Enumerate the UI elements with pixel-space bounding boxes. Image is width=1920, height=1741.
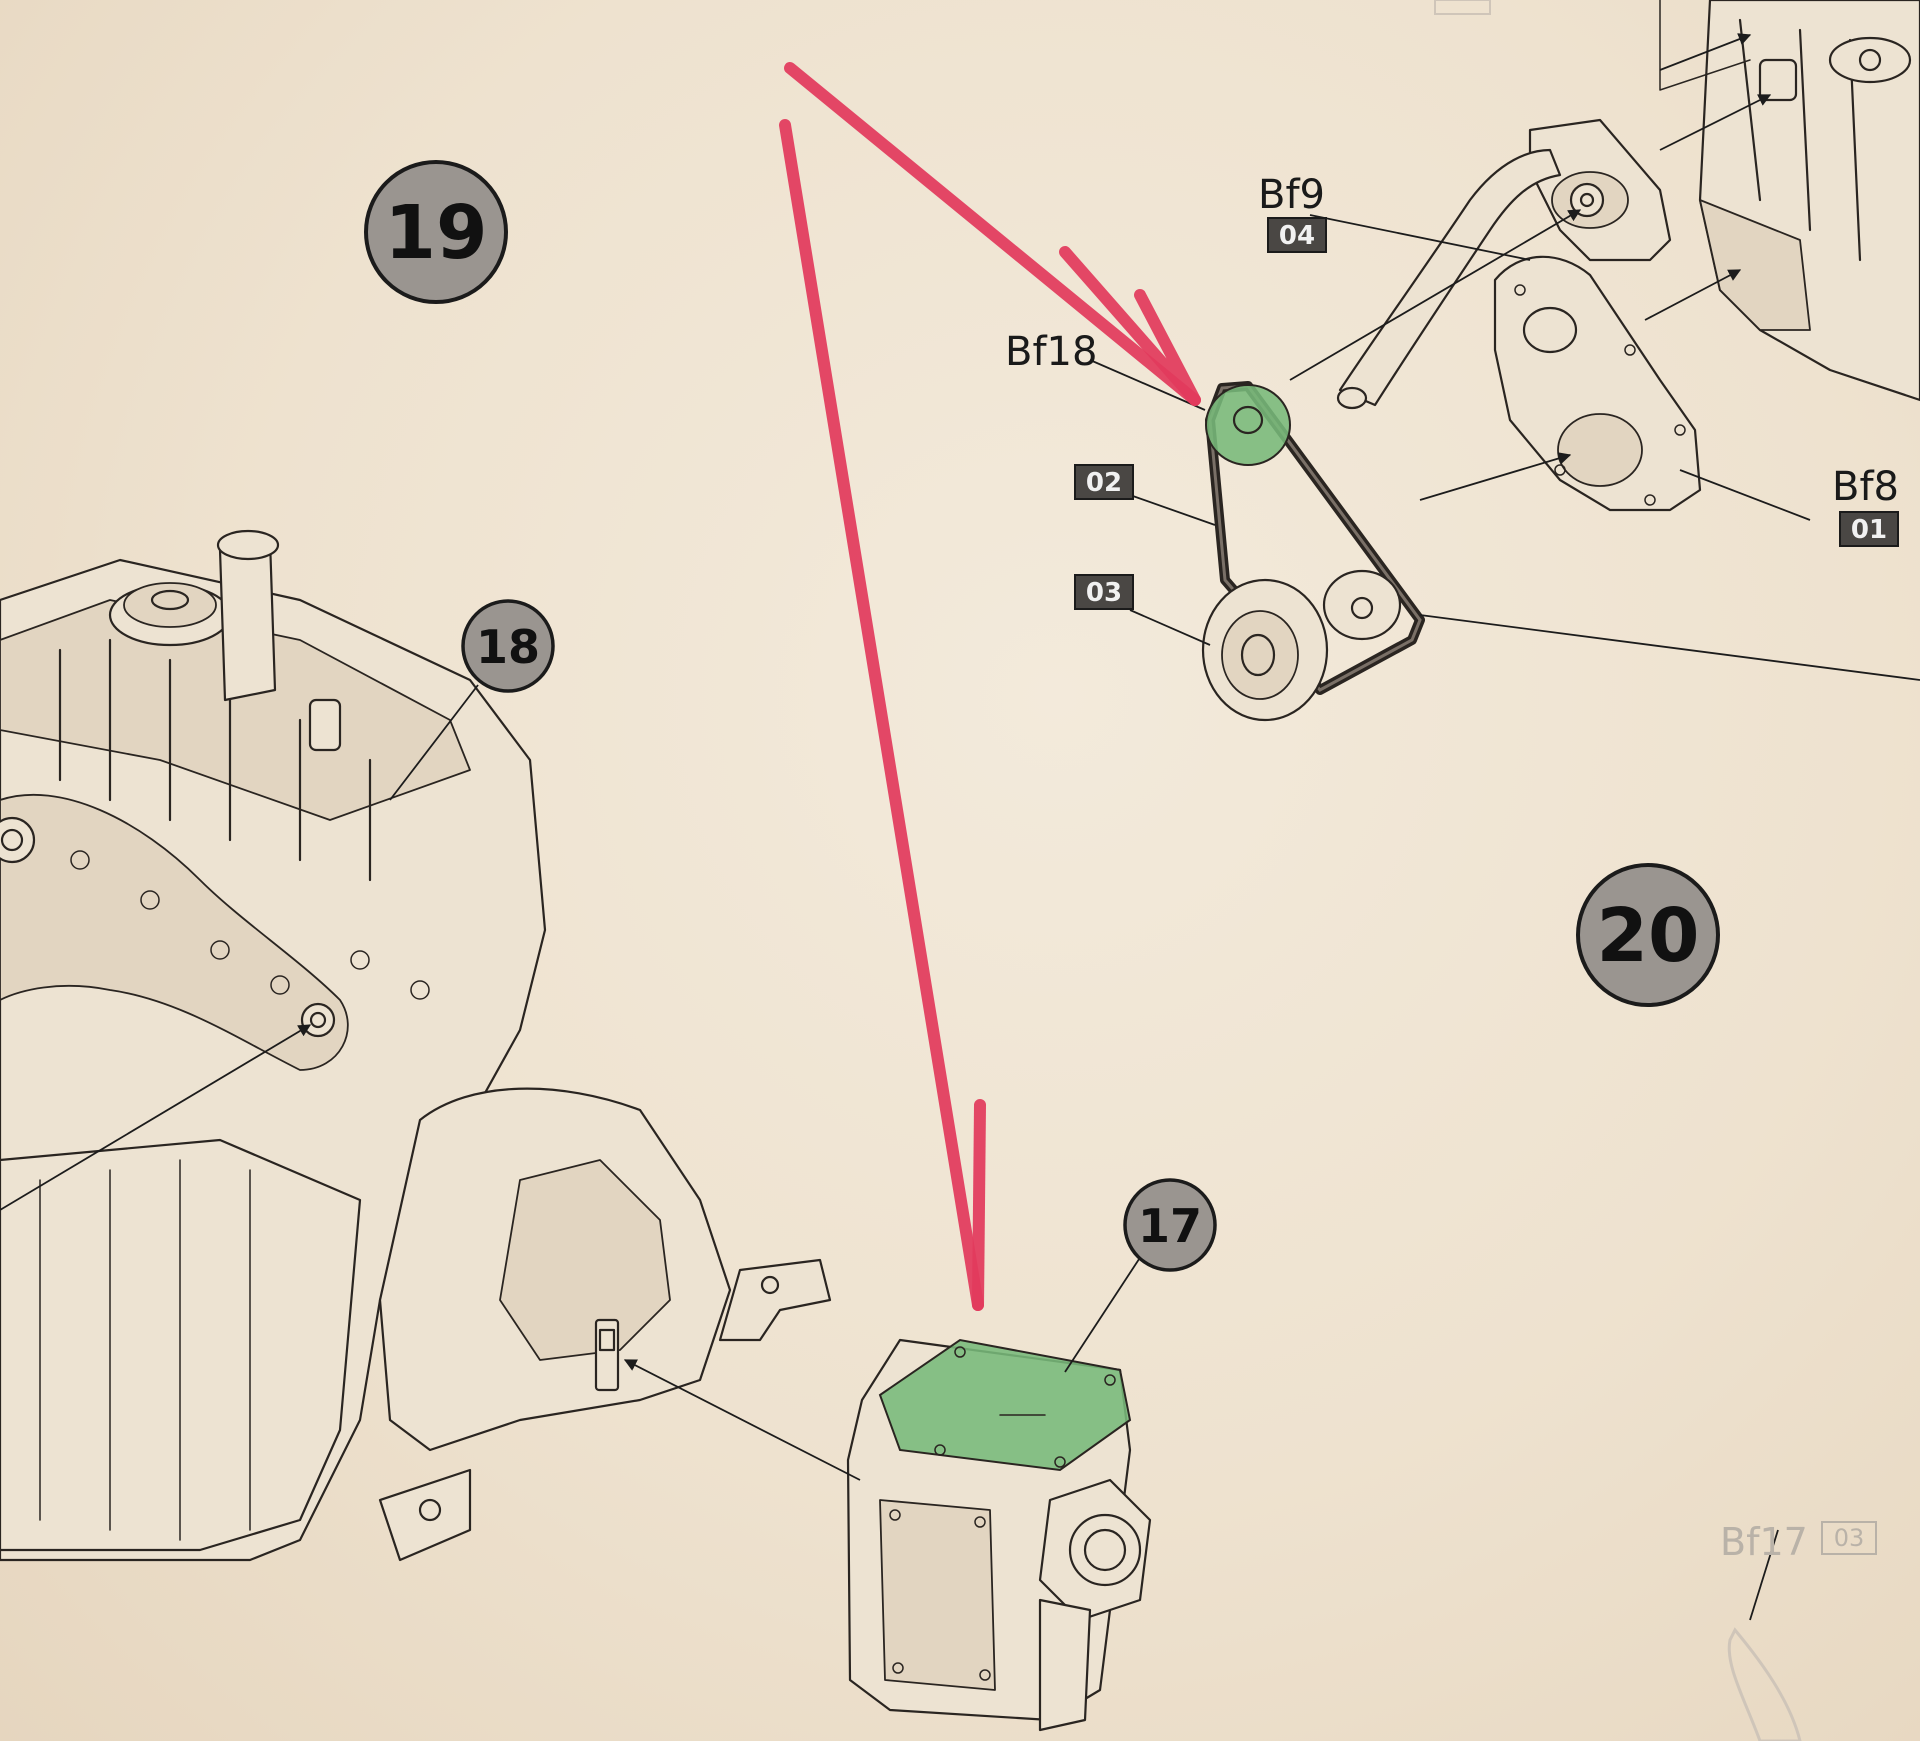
svg-text:04: 04 <box>1279 221 1315 251</box>
red-arrowhead-pulley <box>1059 246 1201 406</box>
red-annotation-arrows <box>779 62 1201 1311</box>
timing-cover-part <box>1419 255 1742 512</box>
step-badge-20: 20 <box>1576 863 1720 1007</box>
svg-text:03: 03 <box>1834 1524 1865 1552</box>
step-badge-19: 19 <box>364 160 508 304</box>
svg-text:17: 17 <box>1138 1199 1202 1253</box>
faded-label-bf17: Bf17 03 <box>1720 1520 1877 1564</box>
svg-text:03: 03 <box>1086 578 1122 608</box>
engine-block <box>0 529 832 1562</box>
svg-text:20: 20 <box>1597 893 1700 979</box>
red-arrow-to-pulley <box>784 62 1201 406</box>
transmission-part <box>623 1338 1152 1732</box>
code-box-04: 04 <box>1267 217 1327 253</box>
faded-corner-mark <box>1434 0 1491 15</box>
label-bf8: Bf8 <box>1832 464 1899 510</box>
step-badge-17: 17 <box>1123 1178 1217 1272</box>
red-arrowhead-transmission <box>972 1099 986 1311</box>
svg-text:19: 19 <box>385 190 488 276</box>
svg-text:18: 18 <box>476 620 540 674</box>
svg-text:02: 02 <box>1086 468 1122 498</box>
code-box-02: 02 <box>1074 464 1134 500</box>
faded-part-outline <box>1727 1627 1802 1741</box>
engine-front-view <box>1659 0 1920 402</box>
label-leaders <box>389 214 1811 1621</box>
code-box-03: 03 <box>1074 574 1134 610</box>
code-box-01: 01 <box>1839 511 1899 547</box>
label-bf9: Bf9 <box>1258 172 1325 218</box>
red-arrow-to-transmission <box>779 119 984 1311</box>
label-bf18: Bf18 <box>1005 329 1097 375</box>
svg-text:Bf17: Bf17 <box>1720 1520 1808 1564</box>
svg-text:01: 01 <box>1851 515 1887 545</box>
step-badge-18: 18 <box>461 599 555 693</box>
fan-belt-assembly <box>1201 209 1920 722</box>
transmission-top-cover-highlight <box>878 1338 1132 1472</box>
water-pump-part <box>1336 94 1772 410</box>
fan-pulley-highlight <box>1205 384 1291 466</box>
